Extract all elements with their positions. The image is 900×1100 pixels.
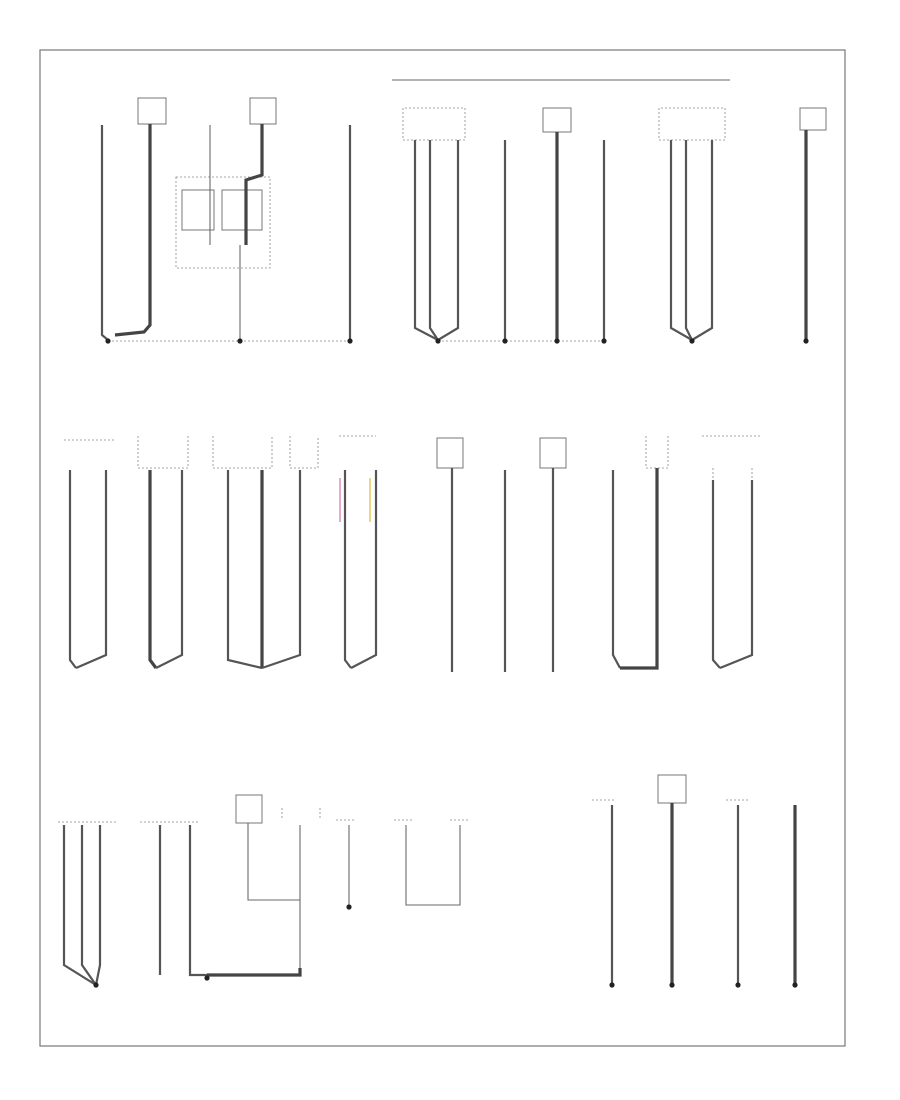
section-top-ground-circuits: [100, 79, 827, 344]
diagram-frame: [39, 49, 846, 1047]
dashed-component-outline: [175, 107, 726, 269]
component-box: [657, 774, 687, 804]
wire-group: [62, 823, 461, 986]
ground-point: [609, 982, 798, 988]
ground-point: [93, 904, 352, 988]
component-box: [436, 437, 567, 469]
component-box: [235, 794, 263, 824]
wire-group: [100, 124, 808, 342]
ground-point: [105, 338, 809, 344]
section-bottom-left-ground-circuits: [58, 794, 468, 988]
dashed-component-outline: [58, 808, 468, 823]
section-bottom-right-ground-circuits: [592, 774, 798, 988]
dashed-component-outline: [64, 435, 760, 480]
wire-group: [610, 803, 797, 985]
component-box: [137, 97, 827, 133]
wire-group: [68, 468, 754, 672]
section-middle-ground-circuits: [64, 435, 760, 672]
